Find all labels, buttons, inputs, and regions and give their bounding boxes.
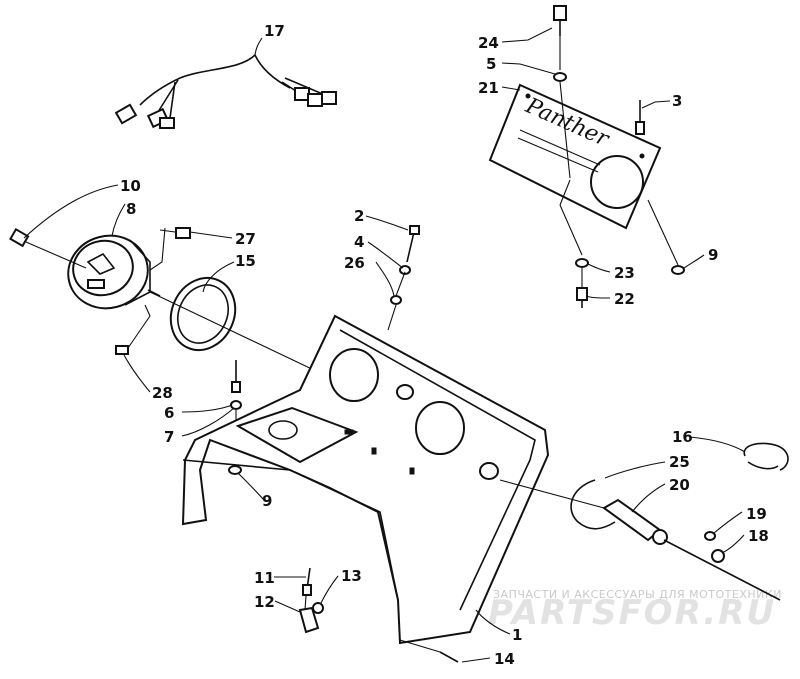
nut-13 bbox=[312, 602, 324, 614]
callout-6: 6 bbox=[164, 404, 174, 422]
washer-9-right bbox=[671, 265, 685, 275]
gauge-ring-15 bbox=[169, 276, 237, 352]
callout-11: 11 bbox=[254, 569, 275, 587]
screw-3 bbox=[635, 100, 645, 135]
washer-23 bbox=[575, 258, 589, 268]
callout-4: 4 bbox=[354, 233, 364, 251]
callout-18: 18 bbox=[748, 527, 769, 545]
clip-25 bbox=[570, 479, 616, 530]
ring-16 bbox=[743, 442, 789, 471]
callout-28: 28 bbox=[152, 384, 173, 402]
screw-6 bbox=[231, 360, 241, 393]
callout-23: 23 bbox=[614, 264, 635, 282]
bulb-socket-27 bbox=[149, 227, 191, 271]
screw-2 bbox=[406, 225, 420, 263]
callout-19: 19 bbox=[746, 505, 767, 523]
bulb-10 bbox=[9, 227, 87, 269]
screw-24 bbox=[553, 5, 567, 36]
bulb-28 bbox=[115, 304, 151, 355]
callout-25: 25 bbox=[669, 453, 690, 471]
callout-14: 14 bbox=[494, 650, 515, 668]
washer-26 bbox=[390, 295, 402, 305]
callout-9-right: 9 bbox=[708, 246, 718, 264]
watermark-brand: PARTSFOR.RU bbox=[488, 593, 776, 633]
washer-7 bbox=[230, 400, 242, 410]
washer-9-left bbox=[228, 465, 242, 475]
callout-2: 2 bbox=[354, 207, 364, 225]
callout-7: 7 bbox=[164, 428, 174, 446]
callout-16: 16 bbox=[672, 428, 693, 446]
callout-5: 5 bbox=[486, 55, 496, 73]
callout-20: 20 bbox=[669, 476, 690, 494]
callout-26: 26 bbox=[344, 254, 365, 272]
dash-panel bbox=[181, 314, 550, 645]
callout-24: 24 bbox=[478, 34, 499, 52]
choke-cable-20 bbox=[499, 479, 781, 601]
speedometer-gauge bbox=[67, 234, 161, 310]
washer-5 bbox=[553, 72, 567, 82]
bracket-12 bbox=[298, 567, 320, 634]
washer-19 bbox=[704, 531, 716, 541]
callout-15: 15 bbox=[235, 252, 256, 270]
wiring-harness bbox=[114, 54, 337, 129]
callout-10: 10 bbox=[120, 177, 141, 195]
callout-21: 21 bbox=[478, 79, 499, 97]
screw-14 bbox=[399, 639, 459, 663]
callout-27: 27 bbox=[235, 230, 256, 248]
callout-1: 1 bbox=[512, 626, 522, 644]
callout-13: 13 bbox=[341, 567, 362, 585]
name-plate: Panther bbox=[488, 83, 662, 230]
screw-22 bbox=[576, 287, 588, 308]
callout-12: 12 bbox=[254, 593, 275, 611]
callout-17: 17 bbox=[264, 22, 285, 40]
callout-8: 8 bbox=[126, 200, 136, 218]
callout-9-left: 9 bbox=[262, 492, 272, 510]
callout-22: 22 bbox=[614, 290, 635, 308]
leader-lines bbox=[23, 27, 746, 663]
watermark-caption: ЗАПЧАСТИ И АКСЕССУАРЫ ДЛЯ МОТОТЕХНИКИ bbox=[493, 588, 782, 601]
callout-3: 3 bbox=[672, 92, 682, 110]
nut-18 bbox=[711, 549, 725, 563]
